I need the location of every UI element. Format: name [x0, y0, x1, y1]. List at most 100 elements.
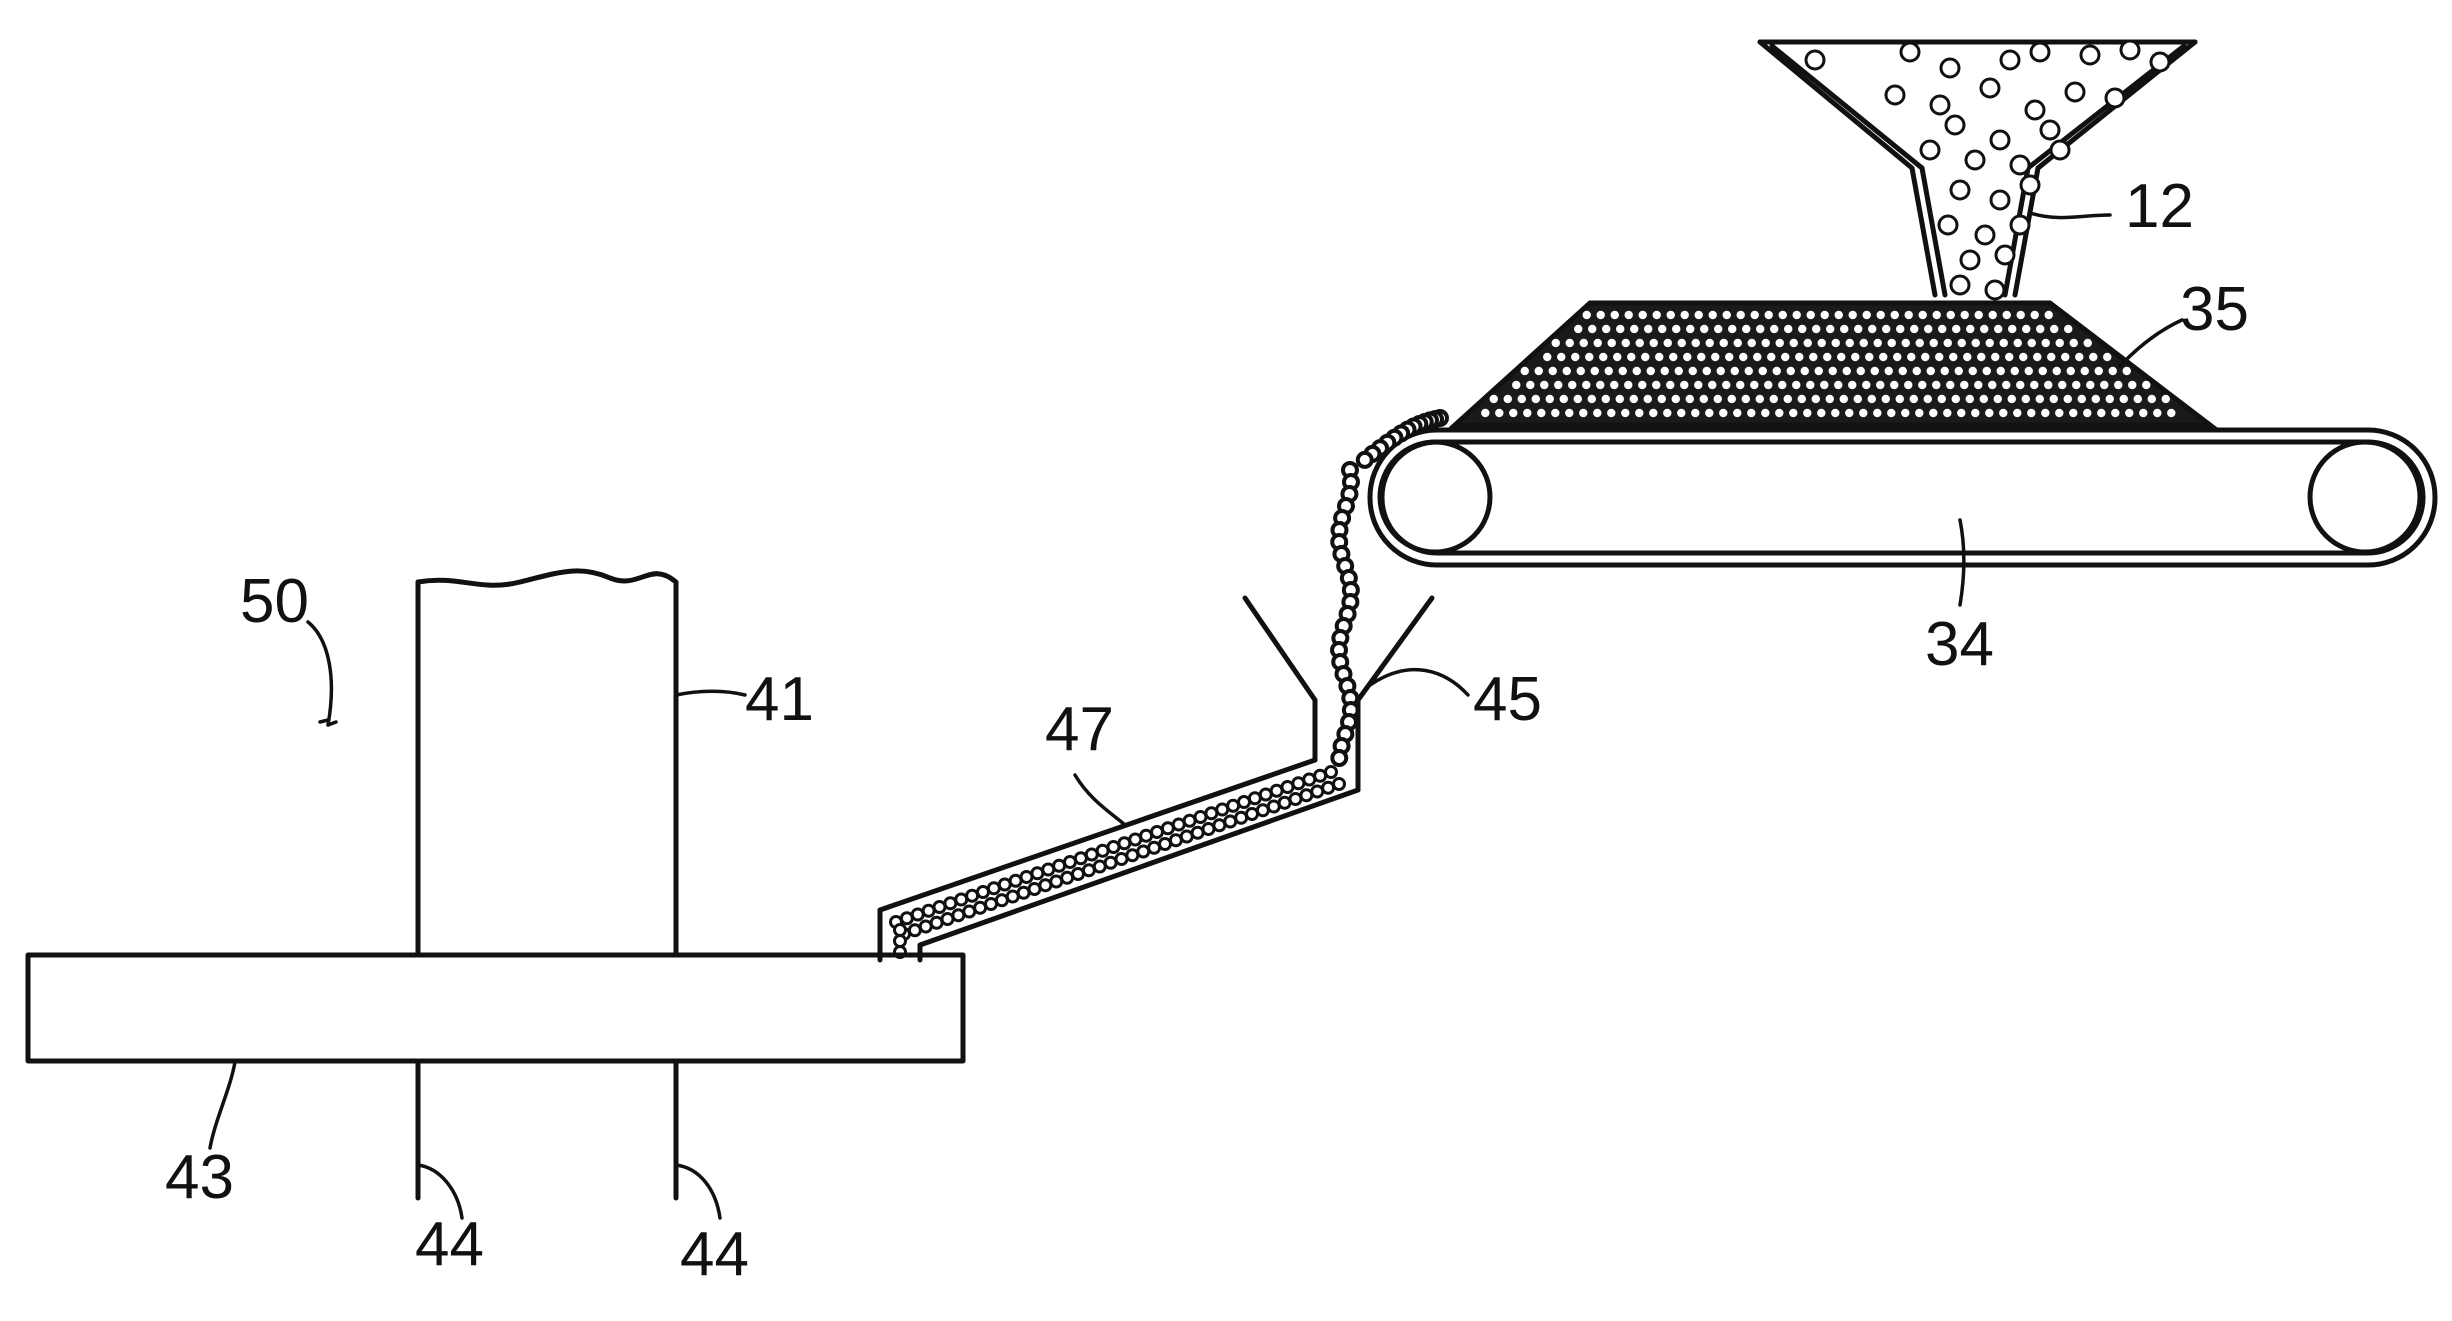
pile-bead [1695, 311, 1703, 319]
pile-bead [1809, 353, 1817, 361]
pile-bead [1635, 409, 1643, 417]
pile-bead [2000, 339, 2008, 347]
pile-bead [1759, 367, 1767, 375]
pile-bead [1582, 381, 1590, 389]
pile-bead [2017, 311, 2025, 319]
pile-bead [1812, 395, 1820, 403]
chute-bead [1315, 770, 1326, 781]
pile-bead [1887, 409, 1895, 417]
pile-bead [1543, 353, 1551, 361]
hopper-bead [1939, 216, 1957, 234]
chute-bead [1173, 819, 1184, 830]
pile-bead [1672, 395, 1680, 403]
pile-bead [1815, 367, 1823, 375]
pile-bead [1921, 353, 1929, 361]
pile-bead [2019, 353, 2027, 361]
chute-bead [956, 894, 967, 905]
pile-bead [1678, 339, 1686, 347]
pile-bead [2042, 339, 2050, 347]
pile-bead [1905, 311, 1913, 319]
pile-bead [1776, 339, 1784, 347]
pile-bead [1557, 353, 1565, 361]
pile-bead [1904, 381, 1912, 389]
pile-bead [1804, 339, 1812, 347]
pile-bead [1868, 325, 1876, 333]
pile-bead [2061, 353, 2069, 361]
pile-bead [2072, 381, 2080, 389]
pile-bead [1854, 325, 1862, 333]
pile-bead [1658, 325, 1666, 333]
pile-bead [2070, 339, 2078, 347]
pile-bead [1960, 381, 1968, 389]
pile-bead [1818, 339, 1826, 347]
pile-bead [1728, 325, 1736, 333]
chute-bead [1075, 853, 1086, 864]
chute-bead [1203, 824, 1214, 835]
pile-bead [1490, 395, 1498, 403]
pile-bead [2089, 353, 2097, 361]
pile-bead [1633, 367, 1641, 375]
pile-bead [2064, 395, 2072, 403]
pile-bead [1933, 311, 1941, 319]
pile-bead [2134, 395, 2142, 403]
pile-bead [1975, 311, 1983, 319]
pile-bead [1745, 367, 1753, 375]
pile-bead [1717, 367, 1725, 375]
pile-bead [1565, 409, 1573, 417]
pile-bead [1509, 409, 1517, 417]
chute-bead [1326, 767, 1337, 778]
pile-bead [1644, 325, 1652, 333]
pile-bead [2139, 409, 2147, 417]
pile-bead [1831, 409, 1839, 417]
pile-bead [1949, 353, 1957, 361]
hopper-bead [1901, 43, 1919, 61]
pile-bead [1963, 353, 1971, 361]
pile-bead [1663, 409, 1671, 417]
pile-bead [1972, 339, 1980, 347]
pile-bead [1879, 353, 1887, 361]
pile-bead [1597, 311, 1605, 319]
pile-bead [1896, 325, 1904, 333]
pile-bead [1999, 409, 2007, 417]
pile-bead [1677, 409, 1685, 417]
chute-bead [1192, 827, 1203, 838]
chute-bead [1040, 880, 1051, 891]
pile-bead [1915, 409, 1923, 417]
pile-bead [1789, 409, 1797, 417]
label-50: 50 [240, 567, 309, 636]
pile-bead [1790, 339, 1798, 347]
pile-bead [2075, 353, 2083, 361]
pile-bead [1857, 367, 1865, 375]
pile-bead [1865, 353, 1873, 361]
pile-bead [2153, 409, 2161, 417]
pile-bead [1767, 353, 1775, 361]
pile-bead [2022, 395, 2030, 403]
pile-bead [1807, 311, 1815, 319]
pile-bead [1924, 325, 1932, 333]
chute-bead [920, 921, 931, 932]
pile-bead [1840, 395, 1848, 403]
pile-bead [1980, 325, 1988, 333]
label-44-right: 44 [680, 1220, 749, 1289]
pile-bead [1574, 395, 1582, 403]
label-34: 34 [1925, 610, 1994, 679]
pile-bead [2095, 367, 2103, 375]
pile-bead [1652, 381, 1660, 389]
pile-bead [1779, 311, 1787, 319]
pile-bead [1832, 339, 1840, 347]
chute-bead [1149, 842, 1160, 853]
pile-bead [1961, 311, 1969, 319]
pile-bead [1577, 367, 1585, 375]
pile-bead [1535, 367, 1543, 375]
pile-bead [1495, 409, 1503, 417]
chute-bead [1083, 865, 1094, 876]
pile-bead [2036, 325, 2044, 333]
pile-bead [1854, 395, 1862, 403]
pile-bead [1835, 311, 1843, 319]
pile-bead [1694, 381, 1702, 389]
chute-bead [1116, 854, 1127, 865]
pile-bead [1733, 409, 1741, 417]
hopper-bead [2001, 51, 2019, 69]
pile-bead [1994, 325, 2002, 333]
label-44-left: 44 [415, 1210, 484, 1279]
